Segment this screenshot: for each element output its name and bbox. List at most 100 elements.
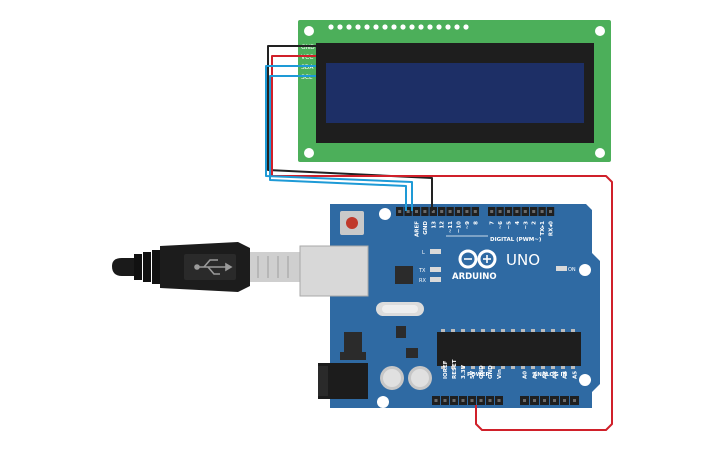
wire-sda[interactable] xyxy=(265,65,413,211)
mount-hole xyxy=(595,148,605,158)
chip-pin xyxy=(501,366,505,369)
board-hole xyxy=(377,396,389,408)
led-on xyxy=(556,266,567,271)
chip-pin xyxy=(571,329,575,332)
header-hole xyxy=(431,210,435,213)
analog-header[interactable] xyxy=(520,396,579,405)
chip-pin xyxy=(461,366,465,369)
power-jack-front xyxy=(318,366,328,396)
usb-icon xyxy=(194,259,233,275)
header-hole xyxy=(452,399,456,402)
mount-hole xyxy=(595,26,605,36)
lcd-header-pad xyxy=(337,24,343,30)
microcontroller-chip xyxy=(437,332,581,366)
lcd-header-pad xyxy=(400,24,406,30)
wire-scl[interactable] xyxy=(269,75,407,211)
pin-label: 8 xyxy=(473,221,479,225)
chip-pin xyxy=(511,329,515,332)
chip-pin xyxy=(481,329,485,332)
pin-label: ~10 xyxy=(457,221,463,233)
regulator-tab xyxy=(340,352,366,360)
usb-socket xyxy=(300,246,368,296)
regulator xyxy=(344,332,362,352)
chip-pins xyxy=(441,329,575,369)
chip-pin xyxy=(471,366,475,369)
led-tx xyxy=(430,267,441,272)
crystal-inner xyxy=(382,305,418,313)
chip-pin xyxy=(521,329,525,332)
header-hole xyxy=(497,399,501,402)
capacitor-top xyxy=(383,369,401,387)
lcd-header-pad xyxy=(463,24,469,30)
usb-cable-ridge xyxy=(152,250,160,284)
pin-label: ~11 xyxy=(448,221,454,233)
lcd-module[interactable]: GND VCC SDA SCL xyxy=(298,20,611,162)
pin-label: 13 xyxy=(431,221,437,229)
pin-label: 7 xyxy=(490,221,496,225)
board-hole xyxy=(579,374,591,386)
lcd-header-pad xyxy=(382,24,388,30)
header-hole xyxy=(406,210,410,213)
chip-pin xyxy=(561,366,565,369)
header-hole xyxy=(540,210,544,213)
lcd-top-header xyxy=(328,24,469,30)
usb-socket-edge xyxy=(299,245,369,297)
mount-hole xyxy=(304,26,314,36)
header-hole xyxy=(490,210,494,213)
usb-chip xyxy=(395,266,413,284)
header-hole xyxy=(457,210,460,213)
header-hole xyxy=(398,210,402,213)
header-hole xyxy=(507,210,510,213)
reset-button[interactable] xyxy=(346,217,358,229)
digital-header-title: DIGITAL (PWM~) xyxy=(490,237,542,243)
pin-label: 12 xyxy=(440,221,446,229)
board-hole xyxy=(579,264,591,276)
header-hole xyxy=(523,399,526,402)
digital-header[interactable] xyxy=(396,207,555,216)
chip-pin xyxy=(511,366,515,369)
led-label-l: L xyxy=(422,250,425,256)
header-hole xyxy=(533,399,536,402)
lcd-header-pad xyxy=(436,24,442,30)
lcd-header-pad xyxy=(409,24,415,30)
pin-label: ~9 xyxy=(465,221,471,230)
header-hole xyxy=(465,210,469,213)
header-hole xyxy=(543,399,546,402)
header-hole xyxy=(498,210,502,213)
wire-vcc[interactable] xyxy=(271,55,613,431)
header-hole xyxy=(532,210,536,213)
board-model: UNO xyxy=(506,251,540,269)
header-hole xyxy=(515,210,519,213)
power-header[interactable] xyxy=(432,396,503,405)
led-label-tx: TX xyxy=(418,268,426,274)
pin-label: 4 xyxy=(515,221,521,225)
header-hole xyxy=(440,210,444,213)
chip-pin xyxy=(541,329,545,332)
lcd-header-pad xyxy=(355,24,361,30)
header-hole xyxy=(461,399,465,402)
pin-label: IOREF xyxy=(443,360,449,379)
header-hole xyxy=(523,210,527,213)
chip-pin xyxy=(521,366,525,369)
led-rx xyxy=(430,277,441,282)
mount-hole xyxy=(304,148,314,158)
lcd-header-pad xyxy=(328,24,334,30)
wire-gnd[interactable] xyxy=(267,45,433,211)
usb-cable-ridge xyxy=(134,254,142,280)
pin-label: Vin xyxy=(497,369,503,379)
analog-header-title: ANALOG IN xyxy=(533,372,568,378)
pin-label: RX◂0 xyxy=(549,221,555,236)
led-l xyxy=(430,249,441,254)
capacitor-top xyxy=(411,369,429,387)
usb-cable[interactable] xyxy=(112,242,300,292)
chip-pin xyxy=(541,366,545,369)
led-label-rx: RX xyxy=(419,278,426,284)
pin-label: A3 xyxy=(553,371,559,379)
header-hole xyxy=(563,399,566,402)
arduino-logo-text: ARDUINO xyxy=(452,272,497,282)
pin-label: A4 xyxy=(563,371,569,379)
lcd-header-pad xyxy=(418,24,424,30)
